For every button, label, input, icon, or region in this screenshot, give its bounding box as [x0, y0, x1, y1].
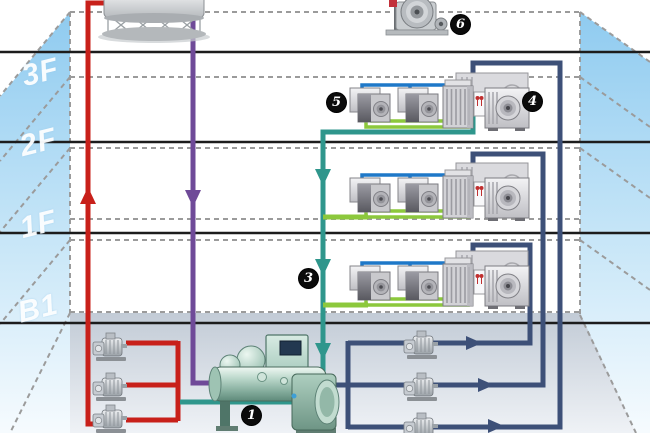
callout-roof-fan: 6: [451, 15, 470, 34]
chilled-supply-pipes: [329, 60, 563, 433]
rooftop-fan: [385, 0, 449, 36]
floor-cluster-2f: [348, 161, 531, 223]
right-arrow-icon: [466, 336, 504, 433]
condenser-water-pumps: [92, 332, 128, 433]
basement-floor: [70, 313, 636, 433]
callout-chiller: 1: [242, 406, 261, 425]
coil-return-connectors: [323, 214, 368, 308]
up-arrow-icon: [80, 187, 96, 204]
left-wall: [0, 12, 70, 433]
cooling-tower: [98, 0, 210, 43]
down-arrow-icon: [185, 190, 201, 207]
callout-fan-coils: 5: [327, 93, 346, 112]
water-cooled-chiller: [208, 334, 340, 433]
callout-riser: 3: [299, 269, 318, 288]
floor-cluster-1f: [348, 249, 531, 311]
callout-ahu: 4: [523, 92, 542, 111]
down-arrow-icon: [315, 169, 331, 360]
right-wall: [580, 12, 650, 433]
floor-cluster-3f: [348, 71, 531, 133]
